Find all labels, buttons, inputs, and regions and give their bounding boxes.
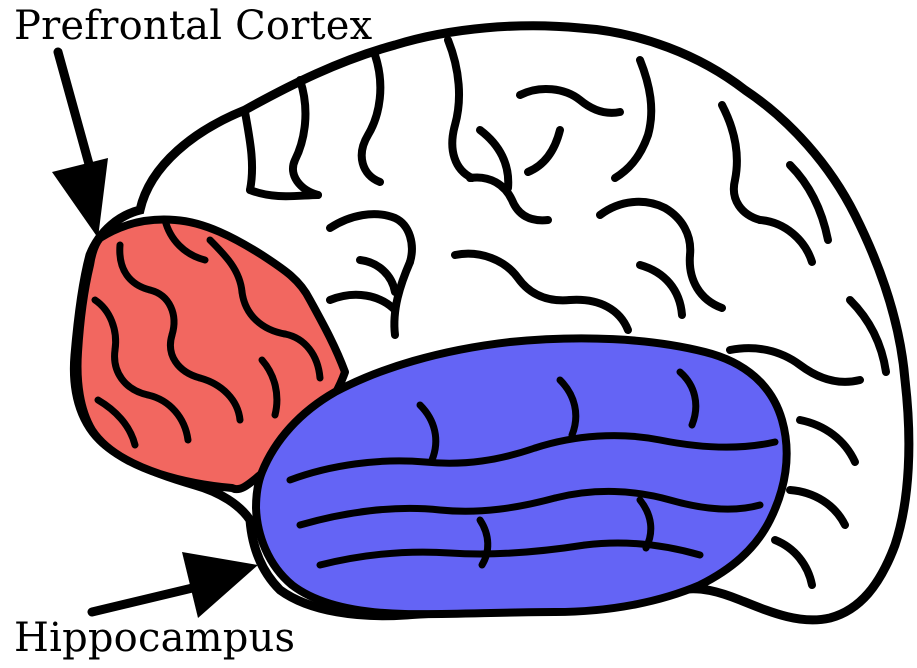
prefrontal-arrow: [52, 52, 108, 238]
prefrontal-cortex-label: Prefrontal Cortex: [14, 6, 372, 46]
hippocampus-label: Hippocampus: [14, 618, 295, 658]
hippocampus-arrow: [92, 552, 258, 618]
